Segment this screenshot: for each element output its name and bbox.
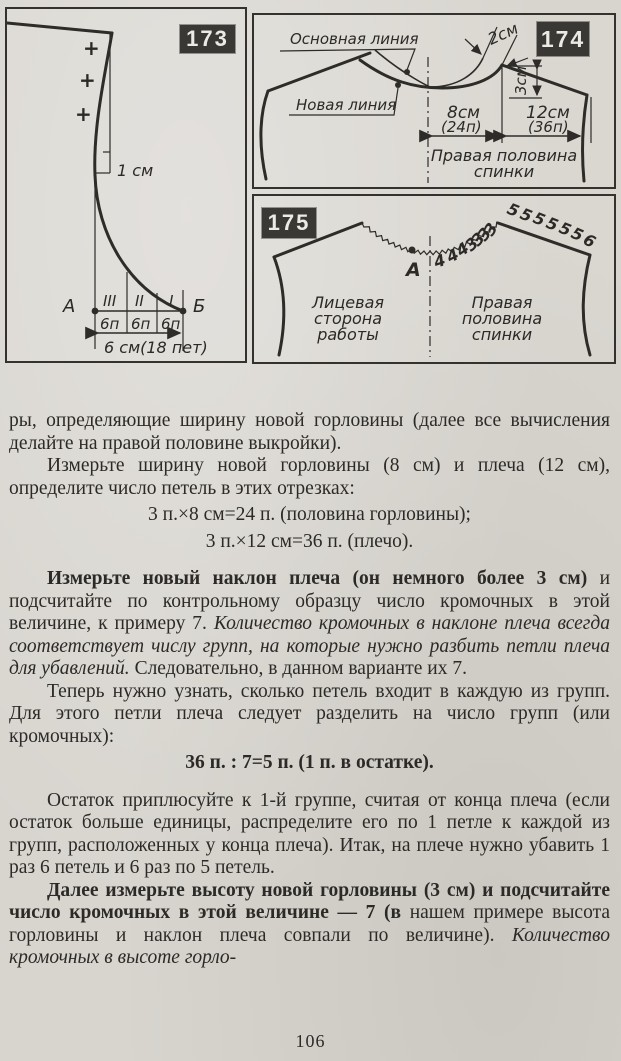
neck-number: 4: [430, 250, 447, 272]
label-36p: (36п): [528, 118, 569, 136]
plus-mark: +: [75, 102, 92, 126]
text-segment: и подсчитайте по контрольному образцу чи…: [9, 568, 611, 634]
left-armhole: [259, 89, 270, 181]
right-armhole: [581, 93, 589, 183]
figure-175-badge: 175: [262, 208, 316, 238]
point-B-dot: [179, 307, 187, 315]
new-line-dot: [395, 82, 401, 88]
label-24p: (24п): [441, 118, 482, 136]
text-italic-segment: Количество кромочных в наклоне плеча все…: [9, 613, 610, 679]
left-armhole: [272, 255, 286, 357]
paragraph-neck-height: Далее измерьте высоту новой горловины (3…: [9, 880, 610, 970]
label-12cm: 12см: [526, 103, 570, 123]
point-A-label: А: [62, 296, 75, 317]
caption-face-side-line1: Лицевая: [311, 293, 384, 312]
text-bold-segment: Далее измерьте высоту новой горловины (3…: [9, 879, 610, 924]
caption-right-half-line2: половина: [462, 309, 542, 328]
point-A-dot: [91, 307, 99, 315]
text-italic-segment: Количество кромочных в высоте горло-: [9, 924, 610, 969]
caption-right-half-line1: Правая: [472, 293, 533, 312]
cell-6p: 6п: [100, 315, 120, 333]
text-segment: Следовательно, в данном варианте их 7.: [129, 658, 467, 679]
caption-face-side-line3: работы: [316, 325, 379, 344]
main-line-leader: [279, 48, 416, 71]
figure-175-drawing: А 4 4 4 3 3 3 3 5 5 5 5 5 5 6 Лицевая ст…: [272, 199, 599, 357]
segment-II-label: II: [135, 292, 144, 310]
segment-III-label: III: [103, 292, 117, 310]
neckline-curve: [93, 31, 185, 313]
cell-6p: 6п: [161, 315, 181, 333]
right-shoulder: [496, 221, 592, 257]
ext-line-2: [501, 34, 518, 66]
paragraph-continuation: ры, определяющие ширину новой горловины …: [9, 410, 610, 454]
figure-175: А 4 4 4 3 3 3 3 5 5 5 5 5 5 6 Лицевая ст…: [252, 194, 616, 364]
total-width-label: 6 см(18 пет): [104, 338, 208, 357]
point-A-label: А: [404, 259, 421, 281]
formula-neck-loops: 3 п.×8 см=24 п. (половина горловины);: [148, 504, 471, 525]
figure-173-badge: 173: [180, 25, 235, 53]
label-8cm: 8см: [447, 103, 480, 123]
paragraph-shoulder-slope: Измерьте новый наклон плеча (он немного …: [9, 568, 610, 681]
paragraph-measure-width: Измерьте ширину новой горловины (8 см) и…: [9, 455, 610, 499]
shoulder-line: [7, 21, 114, 35]
figure-174: Основная линия Новая линия 2см 3см 8см (…: [252, 13, 616, 189]
page-number: 106: [295, 1031, 326, 1051]
figure-174-badge: 174: [537, 22, 589, 56]
segment-I-label: I: [169, 292, 174, 310]
caption-right-half-line2: спинки: [474, 162, 534, 181]
caption-right-half-line3: спинки: [472, 325, 532, 344]
zigzag-neckline: [361, 221, 498, 256]
original-neckline: [374, 49, 484, 88]
point-B-label: Б: [193, 296, 205, 317]
text-segment: нашем примере высота горловины и наклон …: [9, 902, 610, 946]
figure-174-drawing: Основная линия Новая линия 2см 3см 8см (…: [259, 19, 592, 183]
caption-face-side-line2: сторона: [314, 309, 382, 328]
one-cm-label: 1 см: [117, 161, 153, 180]
paragraph-remainder: Остаток приплюсуйте к 1-й группе, считая…: [9, 789, 610, 879]
left-shoulder: [272, 221, 364, 259]
ext-line-1: [482, 26, 498, 59]
figure-173: + + + 1 см А Б III II I 6п 6п 6п: [5, 7, 247, 363]
body-text: ры, определяющие ширину новой горловины …: [9, 410, 610, 970]
new-line-leader: [289, 87, 399, 116]
formula-division: 36 п. : 7=5 п. (1 п. в остатке).: [185, 752, 434, 773]
arrow-2cm-right: [505, 57, 529, 68]
right-armhole: [581, 253, 592, 357]
cell-6p: 6п: [131, 315, 151, 333]
arrow-2cm-left: [464, 38, 482, 55]
figure-173-drawing: + + + 1 см А Б III II I 6п 6п 6п: [7, 21, 208, 357]
left-shoulder: [266, 51, 372, 93]
text-bold-segment: Измерьте новый наклон плеча (он немного …: [47, 568, 588, 589]
main-line-label: Основная линия: [290, 30, 419, 48]
plus-mark: +: [83, 36, 100, 60]
right-shoulder: [500, 63, 589, 97]
paragraph-groups: Теперь нужно узнать, сколько петель вход…: [9, 680, 610, 747]
caption-right-half-line1: Правая половина: [431, 146, 577, 165]
main-line-dot: [404, 69, 410, 75]
label-2cm: 2см: [485, 19, 521, 49]
formula-shoulder-loops: 3 п.×12 см=36 п. (плечо).: [205, 530, 414, 552]
new-neckline: [358, 58, 504, 90]
plus-mark: +: [79, 68, 96, 92]
label-3cm: 3см: [512, 66, 530, 95]
point-A-dot: [408, 246, 416, 254]
new-line-label: Новая линия: [296, 96, 396, 114]
